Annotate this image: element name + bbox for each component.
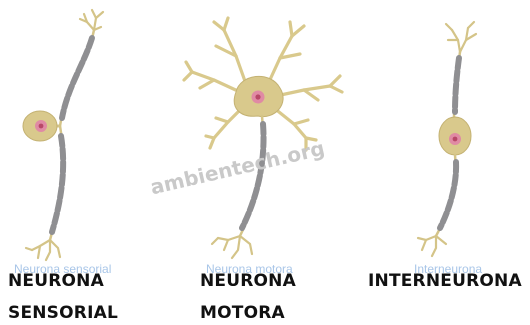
sensory-neuron [23, 10, 103, 260]
sensory-top-dendrites [80, 10, 103, 30]
sensory-lower-axon [50, 126, 63, 240]
sensory-axon-terminal [26, 240, 60, 260]
caption-motora: NEURONA MOTORA [200, 270, 296, 324]
caption-sensorial: NEURONA SENSORIAL [8, 270, 118, 324]
caption-motora-line1: NEURONA [200, 270, 296, 292]
caption-interneurona-line1: INTERNEURONA [368, 270, 522, 292]
caption-sensorial-line1: NEURONA [8, 270, 118, 292]
motor-axon-terminal [212, 236, 252, 258]
sensory-upper-axon [60, 30, 94, 126]
sensory-cell-body [23, 111, 60, 141]
interneuron [418, 22, 476, 256]
motor-cell-body [234, 76, 283, 116]
inter-upper-axon [454, 52, 460, 118]
inter-cell-body [439, 117, 471, 155]
caption-sensorial-line2: SENSORIAL [8, 302, 118, 324]
inter-lower-axon [436, 155, 456, 236]
caption-motora-line2: MOTORA [200, 302, 296, 324]
caption-interneurona: INTERNEURONA [368, 270, 522, 292]
inter-top-dendrites [446, 22, 476, 52]
inter-axon-terminal [418, 236, 446, 256]
